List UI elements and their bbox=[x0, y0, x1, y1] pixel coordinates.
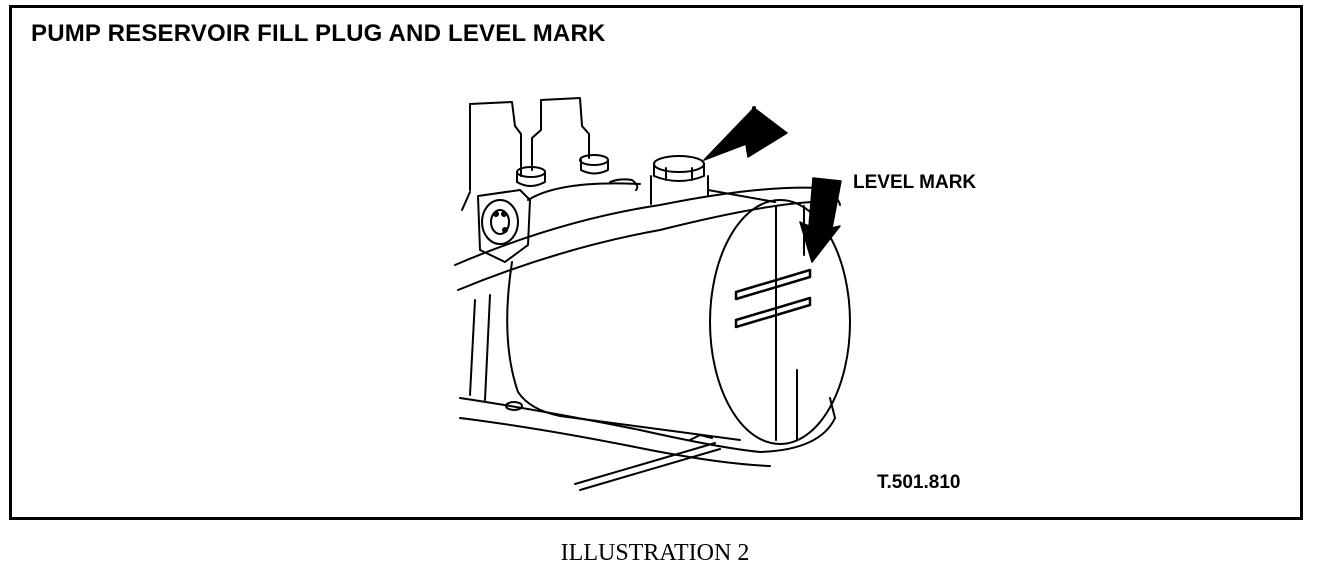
reference-code: T.501.810 bbox=[877, 472, 961, 493]
figure-caption: ILLUSTRATION 2 bbox=[560, 540, 750, 566]
fill-plug bbox=[650, 155, 709, 205]
figure-frame bbox=[9, 5, 1303, 520]
base-bracket bbox=[469, 294, 721, 491]
fill-plug-arrow bbox=[703, 106, 788, 161]
reservoir-body bbox=[506, 182, 776, 441]
level-mark-label: LEVEL MARK bbox=[853, 172, 977, 193]
level-mark-arrow bbox=[799, 177, 842, 263]
mounting-strap bbox=[454, 186, 841, 467]
mounting-bracket bbox=[469, 97, 590, 191]
mounting-studs bbox=[516, 154, 609, 187]
level-mark-lines bbox=[734, 268, 812, 329]
pump-fitting bbox=[461, 178, 639, 263]
figure-title: PUMP RESERVOIR FILL PLUG AND LEVEL MARK bbox=[31, 20, 606, 47]
